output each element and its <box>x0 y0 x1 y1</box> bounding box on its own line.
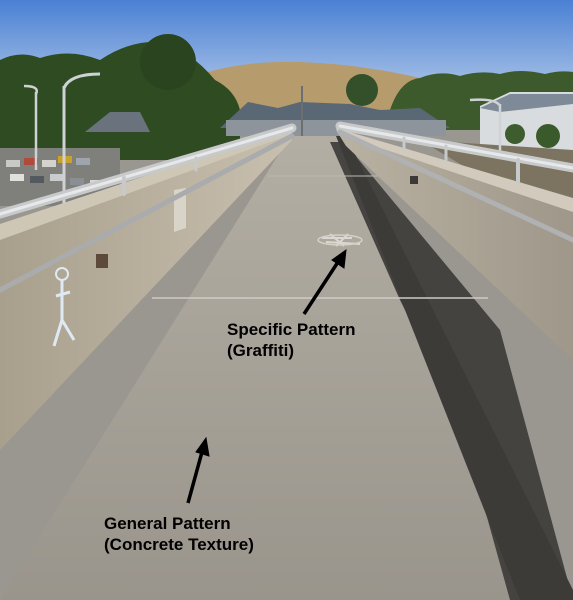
arrow-specific <box>302 248 347 315</box>
annotation-general-line2: (Concrete Texture) <box>104 535 254 554</box>
left-railing <box>0 123 297 293</box>
right-wall-top <box>336 128 573 212</box>
tree <box>346 74 378 106</box>
graffiti-mark <box>317 233 363 247</box>
building-right-roof <box>480 94 573 112</box>
tree <box>140 34 196 90</box>
right-wall <box>336 130 573 360</box>
right-railing <box>335 121 573 243</box>
annotation-specific-line1: Specific Pattern <box>227 320 356 339</box>
annotation-specific: Specific Pattern (Graffiti) <box>227 319 356 361</box>
annotation-general: General Pattern (Concrete Texture) <box>104 513 254 555</box>
arrow-general <box>186 436 210 504</box>
bridge-deck <box>0 136 573 600</box>
left-wall-top <box>0 128 292 240</box>
drain-hole <box>96 254 108 268</box>
annotation-general-line1: General Pattern <box>104 514 231 533</box>
building-roof-left <box>85 112 150 132</box>
annotation-specific-line2: (Graffiti) <box>227 341 295 360</box>
